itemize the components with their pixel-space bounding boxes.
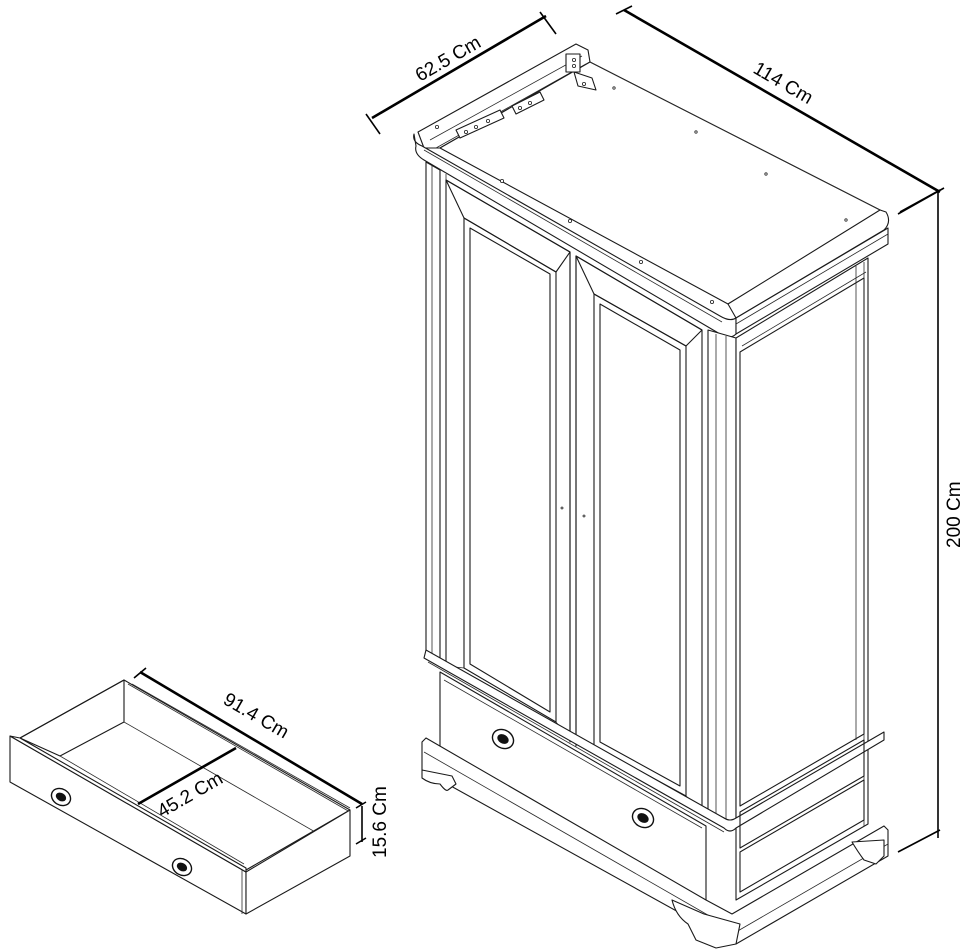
wardrobe-top <box>417 43 885 305</box>
dimension-lines <box>133 5 945 853</box>
wardrobe <box>413 43 890 949</box>
wardrobe-plinth <box>421 737 889 949</box>
drawer-width-label: 91.4 Cm <box>220 689 293 743</box>
drawer-detail-handle-right-icon <box>171 857 193 877</box>
drawer-detail <box>9 679 351 915</box>
wardrobe-lower <box>423 649 885 921</box>
drawer-height-label: 15.6 Cm <box>370 786 391 858</box>
wardrobe-cornice <box>413 133 890 338</box>
wardrobe-front <box>425 161 737 825</box>
drawer-handle-left-icon <box>491 728 515 750</box>
drawer-handle-right-icon <box>631 807 655 829</box>
drawer-detail-handle-left-icon <box>50 787 72 807</box>
left-door <box>445 179 571 741</box>
wardrobe-side <box>735 257 869 901</box>
height-label: 200 Cm <box>944 481 965 548</box>
right-door <box>575 255 703 811</box>
